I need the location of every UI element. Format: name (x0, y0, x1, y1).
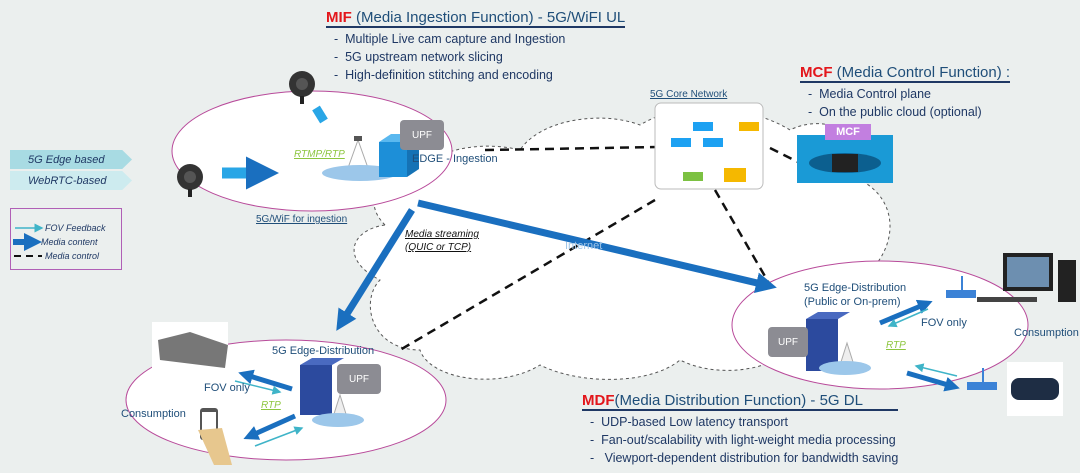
mdf-bullet: Fan-out/scalability with light-weight me… (590, 431, 898, 449)
mif-bullet: High-definition stitching and encoding (334, 66, 625, 84)
mdf-title-text: (Media Distribution Function) - 5G DL (614, 392, 863, 409)
edge-left-upf-box: UPF (337, 364, 381, 394)
left-media-to-phone-arrow (243, 413, 297, 440)
mif-acronym: MIF (326, 9, 352, 26)
media-streaming-label: Media streaming (QUIC or TCP) (405, 228, 479, 254)
cell-tower-icon (819, 341, 871, 375)
mcf-section: MCF (Media Control Function) : Media Con… (800, 64, 1011, 121)
left-fov-from-phone-arrow (254, 426, 304, 447)
edge-right-consumption-label: Consumption (1014, 327, 1079, 339)
wifi-router-icon (946, 276, 976, 298)
mif-title: MIF (Media Ingestion Function) - 5G/WiFI… (326, 9, 626, 28)
mdf-bullets: UDP-based Low latency transport Fan-out/… (590, 413, 898, 467)
rtmp-rtp-label: RTMP/RTP (294, 149, 345, 160)
mdf-bullet: UDP-based Low latency transport (590, 413, 898, 431)
media-control-lines (399, 145, 801, 352)
tag-webrtc: WebRTC-based (10, 171, 132, 190)
camera-360-icon (289, 71, 315, 104)
tag-5g-edge: 5G Edge based (10, 150, 132, 169)
media-streaming-line1: Media streaming (405, 229, 479, 240)
camera-arrow-down (312, 105, 328, 124)
edge-left-rtp-label: RTP (261, 400, 281, 411)
media-content-internet-arrow (417, 199, 777, 294)
mdf-acronym: MDF (582, 392, 615, 409)
edge-right-upf-box: UPF (768, 327, 808, 357)
camera-360-icon (177, 164, 203, 197)
vr-headset-icon (1007, 362, 1063, 416)
legend-item-fov: FOV Feedback (45, 223, 106, 233)
edge-right-title-line2: (Public or On-prem) (804, 296, 901, 308)
edge-server-icon (300, 358, 344, 415)
ingestion-network-label: 5G/WiF for ingestion (256, 214, 348, 225)
core-network-diagram (654, 102, 764, 190)
internet-label: Internet (565, 240, 603, 252)
media-content-streaming-arrow (336, 208, 415, 331)
mdf-section: MDF(Media Distribution Function) - 5G DL… (582, 392, 899, 467)
legend-item-control: Media control (45, 251, 100, 261)
mcf-acronym: MCF (800, 64, 833, 81)
mif-title-text: (Media Ingestion Function) - 5G/WiFI UL (351, 9, 626, 26)
edge-left-fov-label: FOV only (204, 382, 250, 394)
mcf-box-label: MCF (825, 124, 871, 140)
desktop-computer-icon (977, 253, 1076, 302)
smartphone-icon (198, 408, 232, 465)
edge-left-title: 5G Edge-Distribution (272, 345, 375, 357)
media-streaming-line2: (QUIC or TCP) (405, 242, 472, 253)
cell-tower-icon (312, 393, 364, 427)
right-fov-from-monitor-arrow (887, 308, 929, 328)
mcf-title-text: (Media Control Function) : (832, 64, 1011, 81)
right-media-to-vr-arrow (906, 370, 960, 392)
right-fov-from-vr-arrow (914, 363, 958, 377)
mif-section: MIF (Media Ingestion Function) - 5G/WiFI… (326, 9, 626, 84)
left-fov-from-headset-arrow (234, 380, 282, 395)
left-media-to-headset-arrow (238, 369, 293, 392)
edge-right-title-line1: 5G Edge-Distribution (804, 282, 907, 294)
mdf-bullet: Viewport-dependent distribution for band… (590, 449, 899, 467)
wifi-router-icon (967, 368, 997, 390)
legend-item-media: Media content (41, 237, 98, 247)
edge-right-fov-label: FOV only (921, 317, 967, 329)
mdf-title: MDF(Media Distribution Function) - 5G DL (582, 392, 899, 411)
mcf-bullet: Media Control plane (808, 85, 1010, 103)
ingestion-upf-box: UPF (400, 120, 444, 150)
mcf-cloud-box (797, 135, 893, 183)
edge-left-consumption-label: Consumption (121, 408, 186, 420)
mif-bullets: Multiple Live cam capture and Ingestion … (334, 30, 625, 84)
mcf-bullet: On the public cloud (optional) (808, 103, 1010, 121)
mcf-bullets: Media Control plane On the public cloud … (808, 85, 1010, 121)
mcf-title: MCF (Media Control Function) : (800, 64, 1011, 83)
edge-right-title: 5G Edge-Distribution (Public or On-prem) (804, 281, 906, 309)
mif-bullet: Multiple Live cam capture and Ingestion (334, 30, 625, 48)
legend-box: FOV Feedback Media content Media control (10, 208, 122, 270)
edge-right-rtp-label: RTP (886, 340, 906, 351)
core-network-label: 5G Core Network (650, 89, 728, 100)
edge-ingestion-label: EDGE - Ingestion (412, 153, 498, 165)
mif-bullet: 5G upstream network slicing (334, 48, 625, 66)
vr-headset-icon (152, 322, 228, 370)
